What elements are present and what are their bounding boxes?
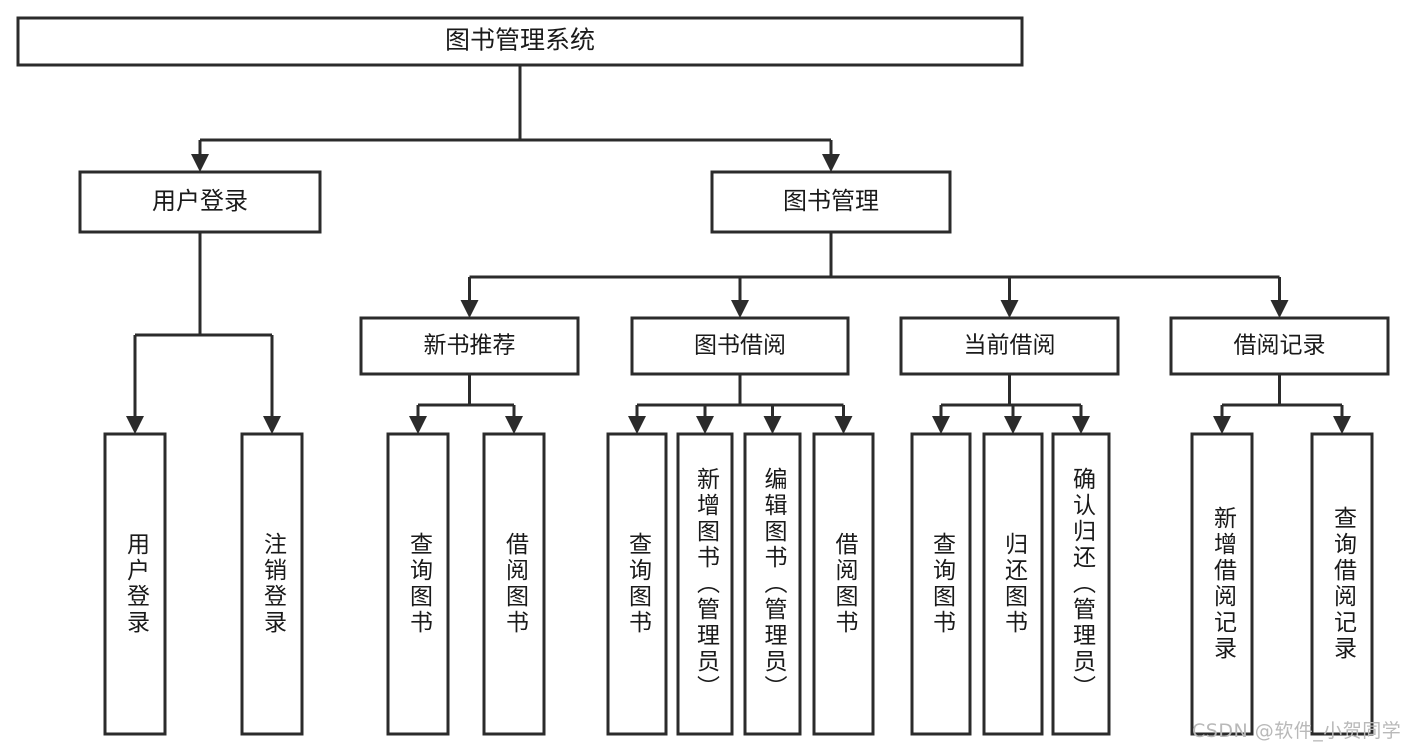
arrow-head-icon xyxy=(1213,416,1231,434)
arrow-head-icon xyxy=(1333,416,1351,434)
node-leaf-8-label: 查询图书 xyxy=(929,532,957,636)
node-leaf-6[interactable]: 编辑图书（管理员） xyxy=(743,432,802,736)
node-leaf-1-label: 注销登录 xyxy=(260,532,288,636)
arrow-head-icon xyxy=(1000,300,1019,318)
node-leaf-8[interactable]: 查询图书 xyxy=(910,432,972,736)
node-leaf-12-box[interactable] xyxy=(1310,432,1374,736)
arrow-head-icon xyxy=(628,416,646,434)
arrow-head-icon xyxy=(822,154,840,172)
arrow-head-icon xyxy=(1270,300,1289,318)
arrow-head-icon xyxy=(932,416,950,434)
node-l1-0[interactable]: 用户登录 xyxy=(78,170,322,234)
node-root[interactable]: 图书管理系统 xyxy=(16,16,1024,67)
node-leaf-4[interactable]: 查询图书 xyxy=(606,432,668,736)
node-leaf-8-box[interactable] xyxy=(910,432,972,736)
node-l2-1-box[interactable] xyxy=(630,316,850,376)
node-leaf-6-label: 编辑图书（管理员） xyxy=(760,467,788,701)
node-l1-0-label: 用户登录 xyxy=(152,187,248,215)
node-leaf-7[interactable]: 借阅图书 xyxy=(812,432,875,736)
node-leaf-12[interactable]: 查询借阅记录 xyxy=(1310,432,1374,736)
node-leaf-2-label: 查询图书 xyxy=(406,532,434,636)
arrow-head-icon xyxy=(505,416,523,434)
node-leaf-4-box[interactable] xyxy=(606,432,668,736)
csdn-watermark: CSDN @软件_小贺同学 xyxy=(1192,720,1402,742)
node-l2-0-box[interactable] xyxy=(359,316,580,376)
node-l1-1[interactable]: 图书管理 xyxy=(710,170,952,234)
node-l2-1[interactable]: 图书借阅 xyxy=(630,316,850,376)
arrow-head-icon xyxy=(263,416,281,434)
node-leaf-5[interactable]: 新增图书（管理员） xyxy=(676,432,734,736)
node-leaf-9-label: 归还图书 xyxy=(1001,532,1029,636)
node-leaf-3[interactable]: 借阅图书 xyxy=(482,432,546,736)
node-l2-3-label: 借阅记录 xyxy=(1234,333,1326,359)
node-leaf-7-label: 借阅图书 xyxy=(831,532,859,636)
arrow-head-icon xyxy=(409,416,427,434)
node-l2-0[interactable]: 新书推荐 xyxy=(359,316,580,376)
node-leaf-10-box[interactable] xyxy=(1051,432,1111,736)
node-l1-1-label: 图书管理 xyxy=(783,187,879,215)
node-leaf-11[interactable]: 新增借阅记录 xyxy=(1190,432,1254,736)
node-leaf-5-box[interactable] xyxy=(676,432,734,736)
node-leaf-9[interactable]: 归还图书 xyxy=(982,432,1044,736)
node-leaf-12-label: 查询借阅记录 xyxy=(1330,506,1358,662)
node-leaf-0-box[interactable] xyxy=(103,432,167,736)
node-leaf-10[interactable]: 确认归还（管理员） xyxy=(1051,432,1111,736)
arrow-head-icon xyxy=(731,300,749,318)
arrow-head-icon xyxy=(763,416,782,434)
node-l2-2-box[interactable] xyxy=(899,316,1120,376)
node-leaf-2[interactable]: 查询图书 xyxy=(386,432,450,736)
node-leaf-9-box[interactable] xyxy=(982,432,1044,736)
node-leaf-5-label: 新增图书（管理员） xyxy=(693,467,721,701)
node-leaf-6-box[interactable] xyxy=(743,432,802,736)
node-l2-3[interactable]: 借阅记录 xyxy=(1169,316,1390,376)
arrow-head-icon xyxy=(1072,416,1090,434)
node-leaf-3-label: 借阅图书 xyxy=(502,532,530,636)
node-leaf-4-label: 查询图书 xyxy=(625,532,653,636)
node-leaf-0-label: 用户登录 xyxy=(123,532,151,636)
node-leaf-1[interactable]: 注销登录 xyxy=(240,432,304,736)
arrow-head-icon xyxy=(696,416,714,434)
node-leaf-0[interactable]: 用户登录 xyxy=(103,432,167,736)
node-layer: 图书管理系统用户登录图书管理新书推荐图书借阅当前借阅借阅记录用户登录注销登录查询… xyxy=(16,16,1390,736)
node-l2-3-box[interactable] xyxy=(1169,316,1390,376)
node-l2-2-label: 当前借阅 xyxy=(964,333,1056,359)
node-leaf-11-label: 新增借阅记录 xyxy=(1210,506,1238,662)
arrow-head-icon xyxy=(126,416,144,434)
arrow-head-icon xyxy=(834,416,853,434)
arrow-head-icon xyxy=(1004,416,1022,434)
node-leaf-11-box[interactable] xyxy=(1190,432,1254,736)
node-leaf-3-box[interactable] xyxy=(482,432,546,736)
node-l1-0-box[interactable] xyxy=(78,170,322,234)
node-leaf-2-box[interactable] xyxy=(386,432,450,736)
node-leaf-1-box[interactable] xyxy=(240,432,304,736)
arrow-head-icon xyxy=(460,300,479,318)
node-leaf-10-label: 确认归还（管理员） xyxy=(1069,467,1097,701)
arrow-head-icon xyxy=(191,154,209,172)
node-root-box[interactable] xyxy=(16,16,1024,67)
node-l1-1-box[interactable] xyxy=(710,170,952,234)
node-leaf-7-box[interactable] xyxy=(812,432,875,736)
node-l2-0-label: 新书推荐 xyxy=(424,333,516,359)
node-root-label: 图书管理系统 xyxy=(445,26,595,55)
node-l2-2[interactable]: 当前借阅 xyxy=(899,316,1120,376)
connector-layer xyxy=(126,65,1351,434)
node-l2-1-label: 图书借阅 xyxy=(694,333,786,359)
